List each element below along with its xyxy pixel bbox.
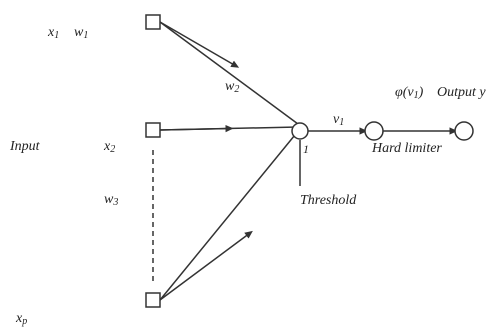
label-input: Input xyxy=(9,139,41,154)
arrowhead-w3 xyxy=(159,230,253,301)
label-w3: w3 xyxy=(104,192,118,208)
input-node-xp xyxy=(145,292,161,308)
label-v1: v1 xyxy=(333,112,344,128)
connection-x1-sum xyxy=(159,21,299,125)
label-xp: xp xyxy=(15,311,27,327)
arrowhead-w2 xyxy=(159,124,234,133)
hard-limiter-node xyxy=(364,121,384,141)
label-x2: x2 xyxy=(103,139,115,155)
arrowhead-w1 xyxy=(159,21,240,68)
label-output: Output y xyxy=(437,85,486,100)
label-threshold: Threshold xyxy=(300,193,357,208)
label-bias: 1 xyxy=(303,142,309,156)
label-phi: φ(v1) xyxy=(395,85,424,101)
input-node-x1 xyxy=(145,14,161,30)
label-hard-limiter: Hard limiter xyxy=(371,141,442,156)
output-node xyxy=(454,121,474,141)
summing-junction-node xyxy=(291,122,309,140)
label-x1: x1 xyxy=(47,25,59,41)
label-w2: w2 xyxy=(225,79,239,95)
connection-xp-sum xyxy=(159,129,300,301)
label-w1: w1 xyxy=(74,25,88,41)
input-node-x2 xyxy=(145,122,161,138)
